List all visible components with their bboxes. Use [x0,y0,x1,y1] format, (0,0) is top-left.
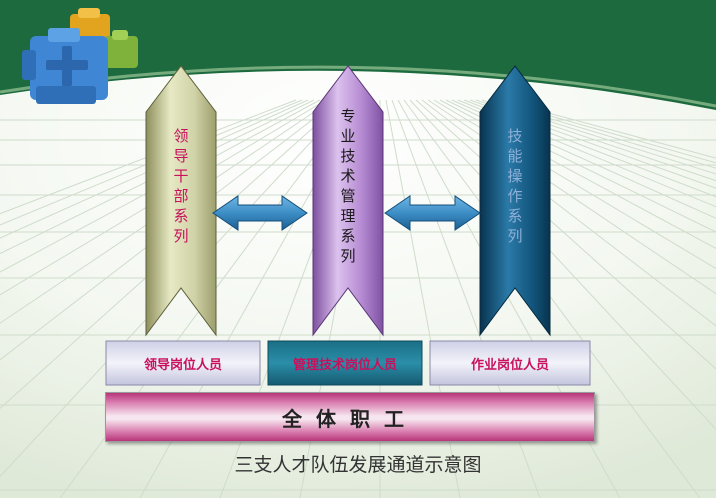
position-box-leader-bg [105,340,261,386]
pillar-skill-operation [479,65,551,337]
pillar-label-char: 列 [340,247,356,265]
pillar-label-char: 作 [507,187,523,205]
pillar-label-char: 业 [340,127,356,145]
pillar-label-leader-cadre: 领导干部系列 [170,126,192,246]
pillar-label-char: 理 [340,207,356,225]
double-arrow-left [212,195,308,231]
pillar-label-skill-operation: 技能操作系列 [504,126,526,246]
position-box-skill-bg [429,340,591,386]
position-label-leader: 领导岗位人员 [143,357,222,373]
pillar-label-char: 系 [173,207,189,225]
diagram-caption: 三支人才队伍发展通道示意图 [234,454,482,476]
pillar-label-char: 系 [507,207,523,225]
pillar-label-char: 干 [173,167,189,185]
pillar-label-char: 术 [340,167,356,185]
pillar-label-char: 管 [340,187,356,205]
pillar-label-char: 操 [507,167,523,185]
pillar-label-char: 系 [340,227,356,245]
position-label-tech: 管理技术岗位人员 [292,357,397,373]
pillar-label-char: 能 [507,147,523,165]
pillar-label-char: 列 [173,227,189,245]
pillar-label-char: 列 [507,227,523,245]
base-bar-all-staff: 全体职工 [105,392,595,442]
pillar-label-char: 技 [507,127,523,145]
pillar-label-char: 领 [173,127,189,145]
pillar-professional-technical [312,65,384,337]
pillar-label-char: 专 [340,107,356,125]
double-arrow-right [384,195,481,231]
pillar-label-professional-technical: 专业技术管理系列 [337,106,359,266]
pillar-label-char: 技 [340,147,356,165]
pillar-label-char: 导 [173,147,189,165]
position-box-tech-bg [267,340,423,386]
pillar-leader-cadre [145,65,217,337]
position-label-skill: 作业岗位人员 [470,357,549,373]
puzzle-cubes-logo [22,8,138,104]
pillar-label-char: 部 [173,187,189,205]
